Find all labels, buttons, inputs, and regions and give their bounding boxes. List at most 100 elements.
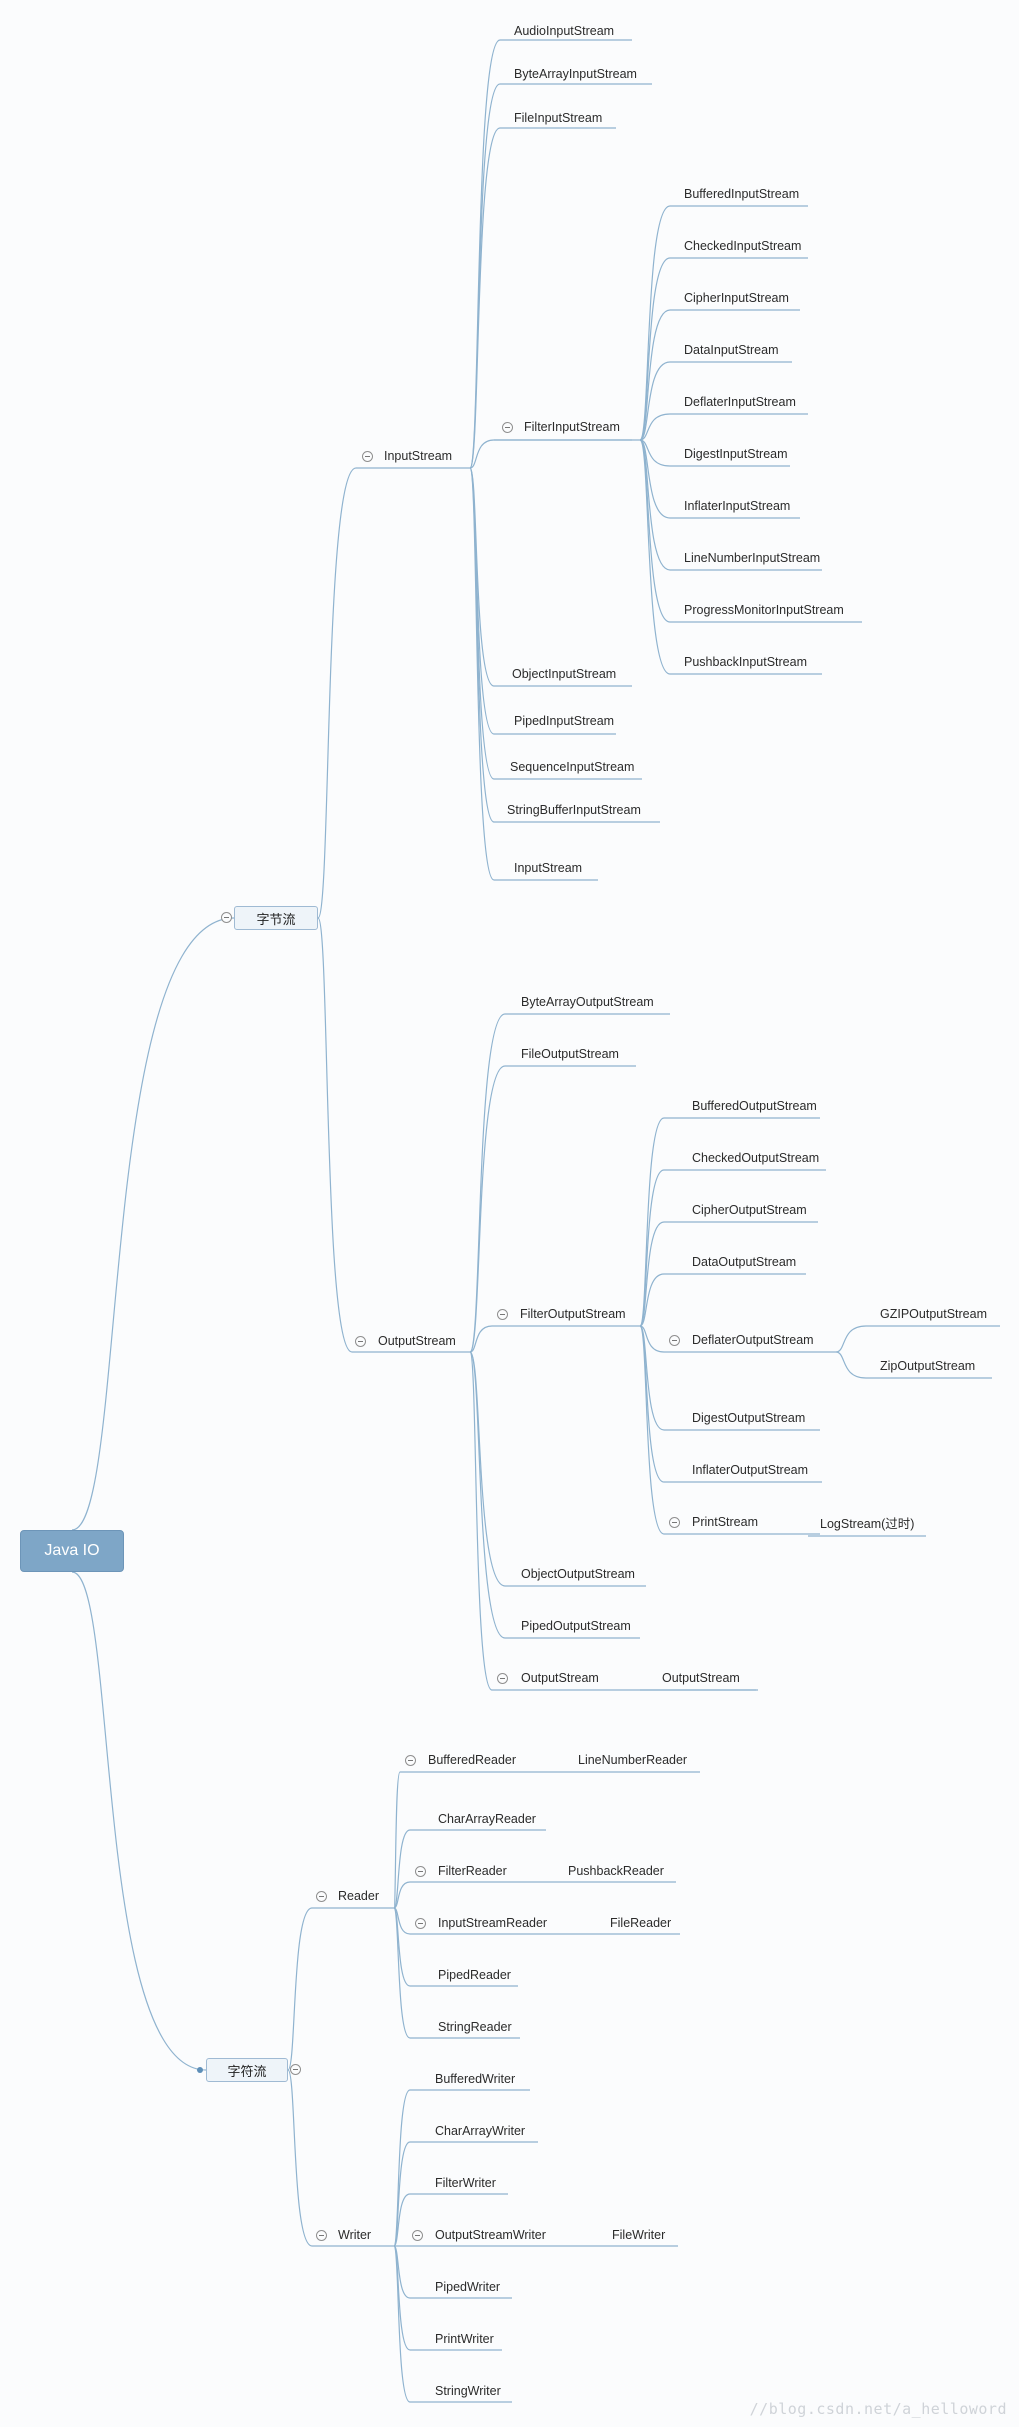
node-chararray-writer[interactable]: CharArrayWriter <box>435 2124 526 2138</box>
collapse-toggle-icon[interactable] <box>221 912 232 923</box>
node-data-output-stream[interactable]: DataOutputStream <box>692 1255 797 1269</box>
node-audio-input-stream[interactable]: AudioInputStream <box>514 24 615 38</box>
connector-line <box>639 413 671 441</box>
connector-line <box>469 1013 506 1353</box>
node-print-writer[interactable]: PrintWriter <box>435 2332 494 2346</box>
collapse-toggle-icon[interactable] <box>362 451 373 462</box>
connector-line <box>469 127 501 469</box>
connector-line <box>287 1907 313 2071</box>
node-file-input-stream[interactable]: FileInputStream <box>514 111 603 125</box>
node-digest-input-stream[interactable]: DigestInputStream <box>684 447 788 461</box>
node-progressmonitor-input-stream[interactable]: ProgressMonitorInputStream <box>684 603 844 617</box>
connector-line <box>317 917 353 1353</box>
node-inputstream[interactable]: InputStream <box>384 449 453 463</box>
node-file-output-stream[interactable]: FileOutputStream <box>521 1047 619 1061</box>
collapse-toggle-icon[interactable] <box>405 1755 416 1766</box>
collapse-toggle-icon[interactable] <box>497 1309 508 1320</box>
connector-line <box>639 1221 665 1327</box>
node-buffered-input-stream[interactable]: BufferedInputStream <box>684 187 800 201</box>
root-node-java-io[interactable]: Java IO <box>20 1530 124 1572</box>
connector-line <box>469 1065 506 1353</box>
node-bytearray-input-stream[interactable]: ByteArrayInputStream <box>514 67 637 81</box>
node-piped-input-stream[interactable]: PipedInputStream <box>514 714 615 728</box>
node-inputstream-reader[interactable]: InputStreamReader <box>438 1916 548 1930</box>
collapse-toggle-icon[interactable] <box>669 1517 680 1528</box>
connector-line <box>317 467 357 919</box>
node-writer[interactable]: Writer <box>338 2228 372 2242</box>
node-checked-input-stream[interactable]: CheckedInputStream <box>684 239 802 253</box>
node-pushback-reader[interactable]: PushbackReader <box>568 1864 664 1878</box>
node-piped-reader[interactable]: PipedReader <box>438 1968 511 1982</box>
node-file-reader[interactable]: FileReader <box>610 1916 672 1930</box>
node-object-input-stream[interactable]: ObjectInputStream <box>512 667 617 681</box>
connector-line <box>393 2245 411 2403</box>
node-print-stream[interactable]: PrintStream <box>692 1515 758 1529</box>
node-string-writer[interactable]: StringWriter <box>435 2384 501 2398</box>
connector-line <box>393 2089 411 2247</box>
connector-line <box>393 1829 411 1909</box>
connector-line <box>469 439 495 469</box>
node-stringbuffer-input-stream[interactable]: StringBufferInputStream <box>507 803 641 817</box>
connector-line <box>469 39 501 469</box>
collapse-toggle-icon[interactable] <box>412 2230 423 2241</box>
node-deflater-output-stream[interactable]: DeflaterOutputStream <box>692 1333 814 1347</box>
node-outputstream-leaf[interactable]: OutputStream <box>662 1671 740 1685</box>
node-buffered-writer[interactable]: BufferedWriter <box>435 2072 516 2086</box>
node-filter-writer[interactable]: FilterWriter <box>435 2176 496 2190</box>
node-object-output-stream[interactable]: ObjectOutputStream <box>521 1567 635 1581</box>
node-char-stream[interactable]: 字符流 <box>206 2058 288 2082</box>
node-inflater-output-stream[interactable]: InflaterOutputStream <box>692 1463 809 1477</box>
collapse-toggle-icon[interactable] <box>355 1336 366 1347</box>
node-linenumber-reader[interactable]: LineNumberReader <box>578 1753 688 1767</box>
node-buffered-output-stream[interactable]: BufferedOutputStream <box>692 1099 817 1113</box>
connector-line <box>639 1325 665 1535</box>
node-piped-output-stream[interactable]: PipedOutputStream <box>521 1619 631 1633</box>
node-bytearray-output-stream[interactable]: ByteArrayOutputStream <box>521 995 654 1009</box>
node-byte-stream[interactable]: 字节流 <box>234 906 318 930</box>
node-sequence-input-stream[interactable]: SequenceInputStream <box>510 760 635 774</box>
node-log-stream[interactable]: LogStream(过时) <box>820 1517 915 1531</box>
node-filter-output-stream[interactable]: FilterOutputStream <box>520 1307 626 1321</box>
collapse-toggle-icon[interactable] <box>415 1866 426 1877</box>
connector-line <box>469 1351 493 1691</box>
node-digest-output-stream[interactable]: DigestOutputStream <box>692 1411 806 1425</box>
collapse-toggle-icon[interactable] <box>502 422 513 433</box>
connector-line <box>287 2069 313 2247</box>
collapse-toggle-icon[interactable] <box>290 2064 301 2075</box>
watermark: //blog.csdn.net/a_helloword <box>749 2400 1007 2418</box>
connector-line <box>393 1881 411 1909</box>
node-checked-output-stream[interactable]: CheckedOutputStream <box>692 1151 820 1165</box>
connector-line <box>469 83 501 469</box>
node-inputstream-leaf[interactable]: InputStream <box>514 861 583 875</box>
node-outputstream[interactable]: OutputStream <box>378 1334 456 1348</box>
node-buffered-reader[interactable]: BufferedReader <box>428 1753 517 1767</box>
collapse-toggle-icon[interactable] <box>415 1918 426 1929</box>
node-linenumber-input-stream[interactable]: LineNumberInputStream <box>684 551 821 565</box>
node-data-input-stream[interactable]: DataInputStream <box>684 343 779 357</box>
connector-dot <box>197 2067 203 2073</box>
node-inflater-input-stream[interactable]: InflaterInputStream <box>684 499 791 513</box>
node-file-writer[interactable]: FileWriter <box>612 2228 666 2242</box>
node-chararray-reader[interactable]: CharArrayReader <box>438 1812 536 1826</box>
node-zip-output-stream[interactable]: ZipOutputStream <box>880 1359 976 1373</box>
node-filter-input-stream[interactable]: FilterInputStream <box>524 420 620 434</box>
node-string-reader[interactable]: StringReader <box>438 2020 512 2034</box>
connector-line <box>393 2193 411 2247</box>
node-reader[interactable]: Reader <box>338 1889 379 1903</box>
node-piped-writer[interactable]: PipedWriter <box>435 2280 501 2294</box>
node-cipher-output-stream[interactable]: CipherOutputStream <box>692 1203 807 1217</box>
node-pushback-input-stream[interactable]: PushbackInputStream <box>684 655 807 669</box>
collapse-toggle-icon[interactable] <box>316 1891 327 1902</box>
collapse-toggle-icon[interactable] <box>316 2230 327 2241</box>
connector-line <box>639 205 671 441</box>
node-gzip-output-stream[interactable]: GZIPOutputStream <box>880 1307 987 1321</box>
node-cipher-input-stream[interactable]: CipherInputStream <box>684 291 789 305</box>
connector-line <box>71 917 235 1531</box>
node-deflater-input-stream[interactable]: DeflaterInputStream <box>684 395 796 409</box>
node-outputstream-writer[interactable]: OutputStreamWriter <box>435 2228 546 2242</box>
collapse-toggle-icon[interactable] <box>497 1673 508 1684</box>
node-outputstream-sub[interactable]: OutputStream <box>521 1671 599 1685</box>
connector-line <box>835 1351 867 1379</box>
collapse-toggle-icon[interactable] <box>669 1335 680 1346</box>
node-filter-reader[interactable]: FilterReader <box>438 1864 507 1878</box>
